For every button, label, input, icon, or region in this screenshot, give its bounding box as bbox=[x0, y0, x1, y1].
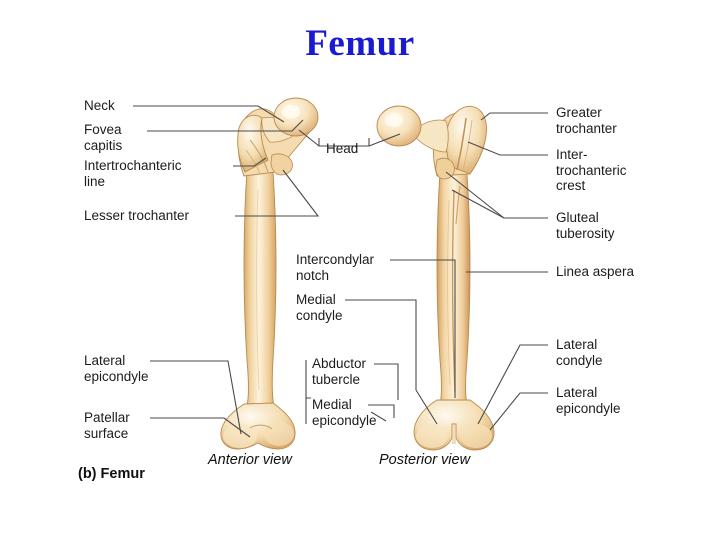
label-abductor-tubercle: Abductor tubercle bbox=[312, 356, 367, 387]
label-greater-trochanter: Greater trochanter bbox=[556, 105, 617, 136]
label-lesser-trochanter: Lesser trochanter bbox=[84, 208, 190, 223]
label-intertrochanteric-line: Intertrochanteric line bbox=[84, 158, 182, 189]
label-neck: Neck bbox=[84, 98, 115, 113]
label-medial-epicondyle: Medial epicondyle bbox=[312, 397, 377, 428]
label-fovea-capitis: Fovea capitis bbox=[84, 122, 123, 153]
label-medial-condyle: Medial condyle bbox=[296, 292, 343, 323]
view-label-anterior: Anterior view bbox=[208, 452, 292, 468]
figure-caption: (b) Femur bbox=[78, 466, 145, 482]
label-patellar-surface: Patellar surface bbox=[84, 410, 130, 441]
leader-lines bbox=[133, 105, 548, 438]
label-lateral-condyle: Lateral condyle bbox=[556, 337, 603, 368]
label-head: Head bbox=[326, 141, 359, 156]
femur-anterior bbox=[220, 97, 319, 450]
page-title: Femur bbox=[305, 23, 415, 64]
femur-posterior bbox=[376, 105, 495, 451]
label-linea-aspera: Linea aspera bbox=[556, 264, 635, 279]
view-label-posterior: Posterior view bbox=[379, 452, 471, 468]
label-intercondylar-notch: Intercondylar notch bbox=[296, 252, 375, 283]
label-intertrochanteric-crest: Inter- trochanteric crest bbox=[556, 147, 627, 193]
label-gluteal-tuberosity: Gluteal tuberosity bbox=[556, 210, 615, 241]
label-lateral-epicondyle-right: Lateral epicondyle bbox=[556, 385, 621, 416]
label-lateral-epicondyle-left: Lateral epicondyle bbox=[84, 353, 149, 384]
